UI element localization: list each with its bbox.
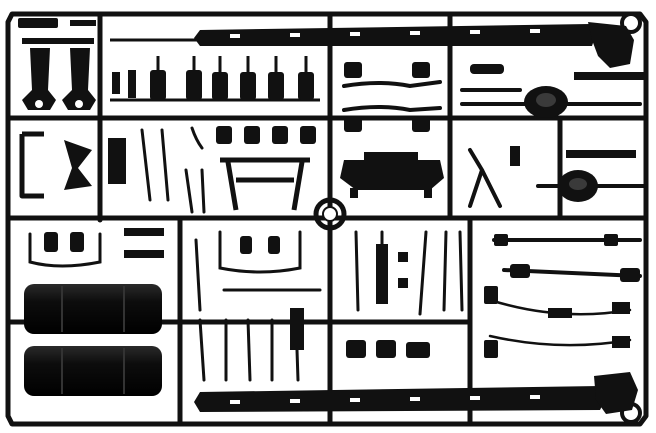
drive-shafts	[492, 234, 642, 282]
front-axle-housing	[468, 146, 646, 208]
rear-axle-housing	[460, 64, 644, 118]
valve-blocks	[346, 244, 430, 358]
fuel-tank-lower	[24, 346, 162, 396]
suspension-links	[194, 230, 322, 382]
chassis-rail-top	[194, 22, 634, 68]
brake-rods	[354, 230, 464, 316]
front-crossmember	[220, 157, 310, 211]
tie-rods	[140, 126, 206, 214]
cross-member-left	[19, 131, 126, 199]
steering-linkage-top	[342, 62, 442, 132]
transmission-block	[340, 152, 444, 198]
spring-brackets	[484, 286, 630, 358]
sprue-hub	[313, 197, 347, 231]
spring-seats	[240, 236, 304, 350]
fuel-tank-upper	[24, 284, 162, 334]
spring-hangers	[22, 38, 96, 110]
chassis-rail-bottom	[194, 372, 638, 414]
shock-absorbers	[110, 38, 320, 102]
brake-drums-small	[216, 126, 316, 144]
brake-chambers	[28, 228, 164, 268]
leaf-springs	[488, 298, 632, 347]
